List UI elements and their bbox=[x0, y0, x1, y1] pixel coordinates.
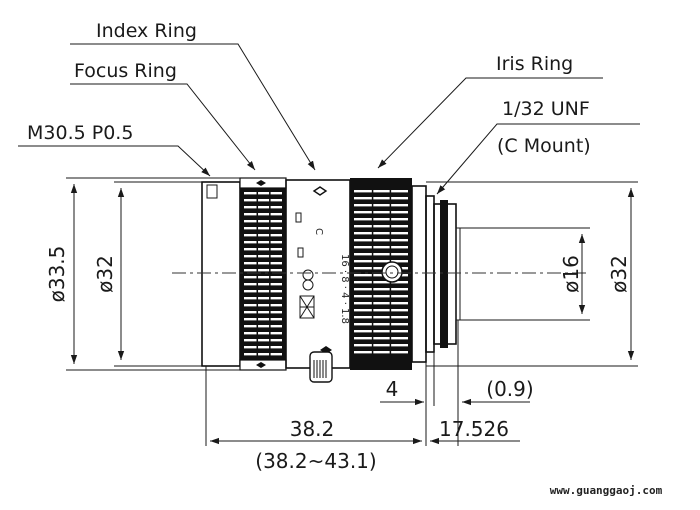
knurl-groove bbox=[244, 199, 282, 202]
knurl-groove bbox=[244, 269, 282, 272]
iris-scale: 16 · 8 · 4 · 1.8 bbox=[339, 254, 350, 324]
knurl-groove bbox=[244, 248, 282, 251]
dim-flange-back: 17.526 bbox=[439, 417, 509, 441]
knurl-groove bbox=[354, 204, 408, 207]
knurl-groove bbox=[354, 260, 408, 263]
knurl-groove bbox=[244, 206, 282, 209]
knurl-groove bbox=[354, 302, 408, 305]
knurl-groove bbox=[244, 318, 282, 321]
knurl-groove bbox=[354, 281, 408, 284]
diameter-dimensions bbox=[66, 177, 638, 371]
callout-focus-ring: Focus Ring bbox=[74, 60, 177, 82]
lens-body: C 16 · 8 · 4 · 1.8 bbox=[172, 177, 590, 383]
knurl-groove bbox=[354, 246, 408, 249]
c-mount bbox=[425, 195, 461, 353]
knurl-groove bbox=[354, 316, 408, 319]
knurl-divider bbox=[269, 192, 271, 356]
knurl-groove bbox=[354, 337, 408, 340]
svg-text:C: C bbox=[313, 228, 324, 235]
iris-ring-knurl bbox=[350, 178, 412, 370]
dim-flange-offset: (0.9) bbox=[486, 377, 533, 401]
knurl-groove bbox=[354, 309, 408, 312]
knurl-groove bbox=[244, 353, 282, 356]
knurl-groove bbox=[244, 213, 282, 216]
knurl-groove bbox=[354, 253, 408, 256]
knurl-groove bbox=[354, 218, 408, 221]
dim-length-range: (38.2~43.1) bbox=[255, 449, 376, 473]
callout-mount-thread: 1/32 UNF bbox=[502, 98, 590, 120]
knurl-groove bbox=[354, 330, 408, 333]
watermark-text: www.guanggaoj.com bbox=[550, 484, 663, 497]
knurl-groove bbox=[244, 283, 282, 286]
knurl-divider bbox=[371, 190, 374, 358]
knurl-groove bbox=[354, 288, 408, 291]
callout-mount-type: (C Mount) bbox=[497, 135, 591, 157]
callout-filter-thread: M30.5 P0.5 bbox=[27, 122, 133, 144]
knurl-groove bbox=[354, 197, 408, 200]
knurl-groove bbox=[354, 323, 408, 326]
knurl-groove bbox=[244, 192, 282, 195]
knurl-groove bbox=[244, 262, 282, 265]
callout-leaders bbox=[18, 43, 640, 195]
knurl-groove bbox=[354, 351, 408, 354]
locking-screw bbox=[309, 351, 333, 383]
lock-mark bbox=[299, 295, 315, 319]
dim-body-length: 38.2 bbox=[290, 417, 335, 441]
knurl-groove bbox=[244, 255, 282, 258]
knurl-groove bbox=[354, 239, 408, 242]
length-dimensions bbox=[205, 320, 530, 446]
knurl-groove bbox=[244, 276, 282, 279]
knurl-groove bbox=[354, 232, 408, 235]
knurl-groove bbox=[354, 267, 408, 270]
knurl-groove bbox=[244, 332, 282, 335]
knurl-groove bbox=[244, 311, 282, 314]
knurl-groove bbox=[244, 220, 282, 223]
knurl-groove bbox=[244, 346, 282, 349]
dim-mount-step: 4 bbox=[386, 377, 399, 401]
dim-front-diameter: ø32 bbox=[93, 255, 117, 293]
knurl-groove bbox=[354, 344, 408, 347]
knurl-groove bbox=[244, 241, 282, 244]
knurl-groove bbox=[354, 225, 408, 228]
knurl-groove bbox=[244, 297, 282, 300]
knurl-groove bbox=[244, 290, 282, 293]
callout-iris-ring: Iris Ring bbox=[496, 53, 573, 75]
knurl-groove bbox=[354, 295, 408, 298]
dim-outer-diameter: ø33.5 bbox=[45, 246, 69, 303]
knurl-groove bbox=[244, 304, 282, 307]
index-ring-body: C 16 · 8 · 4 · 1.8 bbox=[285, 179, 351, 369]
knurl-groove bbox=[354, 211, 408, 214]
knurl-groove bbox=[354, 190, 408, 193]
knurl-divider bbox=[256, 192, 259, 356]
knurl-groove bbox=[244, 227, 282, 230]
callout-index-ring: Index Ring bbox=[96, 20, 197, 42]
knurl-groove bbox=[354, 274, 408, 277]
knurl-groove bbox=[244, 325, 282, 328]
knurl-groove bbox=[244, 234, 282, 237]
knurl-groove bbox=[244, 339, 282, 342]
dim-rear-diameter: ø32 bbox=[607, 255, 631, 293]
dim-mount-diameter: ø16 bbox=[559, 255, 583, 293]
focus-ring-knurl bbox=[239, 177, 287, 371]
infinity-mark bbox=[302, 269, 314, 291]
